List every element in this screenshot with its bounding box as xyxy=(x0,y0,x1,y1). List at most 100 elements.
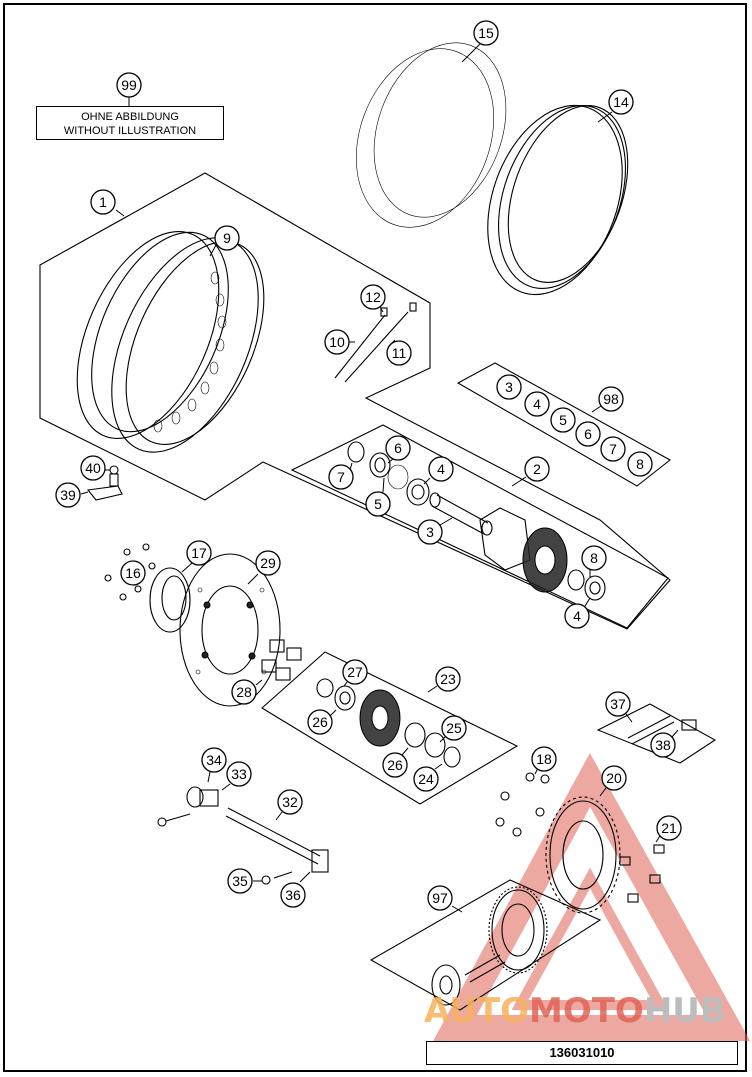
spokes xyxy=(334,302,417,383)
callout-leader-4 xyxy=(423,477,431,485)
rim-spoke-holes xyxy=(153,271,227,433)
callout-11: 11 xyxy=(386,340,412,366)
callout-number-7: 7 xyxy=(337,469,345,485)
rim-band xyxy=(355,42,507,228)
cush-dampers xyxy=(261,639,302,681)
callout-number-12: 12 xyxy=(365,289,381,305)
callout-leader-98 xyxy=(591,405,602,413)
disc-bolts xyxy=(104,543,156,601)
callout-number-28: 28 xyxy=(236,684,252,700)
callout-number-14: 14 xyxy=(613,94,629,110)
callout-number-26: 26 xyxy=(387,757,403,773)
damper-hub-outline xyxy=(261,651,519,805)
callout-12: 12 xyxy=(360,284,386,310)
callout-number-1: 1 xyxy=(99,194,107,210)
watermark-text: AUTOMOTOHUB xyxy=(424,994,744,1028)
callout-2: 2 xyxy=(524,456,550,482)
callout-number-4: 4 xyxy=(533,396,541,412)
bearing-kit-outline xyxy=(456,362,671,487)
note-line-2: WITHOUT ILLUSTRATION xyxy=(63,125,197,137)
callout-25: 25 xyxy=(441,715,467,741)
chain xyxy=(627,715,697,745)
callout-7: 7 xyxy=(328,464,354,490)
brake-disc xyxy=(179,553,281,707)
callout-leader-33 xyxy=(221,783,231,791)
callout-7: 7 xyxy=(600,436,626,462)
callout-number-5: 5 xyxy=(374,496,382,512)
callout-number-7: 7 xyxy=(609,441,617,457)
callout-leader-39 xyxy=(80,491,89,495)
callout-40: 40 xyxy=(80,455,106,481)
callout-5: 5 xyxy=(550,407,576,433)
wheel-group-outline xyxy=(39,172,671,630)
callout-37: 37 xyxy=(605,691,631,717)
callout-leader-25 xyxy=(439,735,447,743)
callout-number-17: 17 xyxy=(191,545,207,561)
callout-32: 32 xyxy=(277,789,303,815)
callout-number-98: 98 xyxy=(603,391,619,407)
callout-leader-1 xyxy=(115,209,125,217)
callout-39: 39 xyxy=(55,482,81,508)
callout-98: 98 xyxy=(598,386,624,412)
callout-35: 35 xyxy=(227,868,253,894)
callout-23: 23 xyxy=(435,666,461,692)
callout-number-25: 25 xyxy=(446,720,462,736)
callout-10: 10 xyxy=(324,329,350,355)
callout-leader-28 xyxy=(255,679,263,686)
callout-leader-3 xyxy=(439,517,453,526)
callout-number-97: 97 xyxy=(432,890,448,906)
callout-number-10: 10 xyxy=(329,334,345,350)
callout-99: 99 xyxy=(116,72,142,98)
callout-leader-27 xyxy=(343,681,348,687)
callout-number-21: 21 xyxy=(661,820,677,836)
callout-number-40: 40 xyxy=(85,460,101,476)
callout-leader-34 xyxy=(207,771,211,783)
callout-number-8: 8 xyxy=(590,550,598,566)
drive-kit-outline xyxy=(369,879,602,1011)
callout-leader-36 xyxy=(299,871,311,883)
callout-16: 16 xyxy=(120,560,146,586)
note-line-1: OHNE ABBILDUNG xyxy=(81,111,179,123)
watermark-word-3: HUB xyxy=(643,991,726,1031)
callout-3: 3 xyxy=(496,374,522,400)
callout-number-29: 29 xyxy=(260,555,276,571)
callout-9: 9 xyxy=(214,225,240,251)
callout-leader-26 xyxy=(329,709,337,717)
callout-18: 18 xyxy=(531,746,557,772)
callout-leader-5 xyxy=(382,477,385,493)
callout-number-18: 18 xyxy=(536,751,552,767)
watermark-word-1: AUTO xyxy=(424,991,529,1031)
callout-number-23: 23 xyxy=(440,671,456,687)
callout-number-26: 26 xyxy=(312,714,328,730)
watermark-word-2: MOTO xyxy=(528,991,644,1031)
callout-8: 8 xyxy=(581,545,607,571)
callout-number-11: 11 xyxy=(392,345,407,361)
callout-number-35: 35 xyxy=(232,873,248,889)
hub-group-outline xyxy=(290,424,669,629)
callout-leader-12 xyxy=(379,306,384,313)
callout-33: 33 xyxy=(226,761,252,787)
callout-leader-9 xyxy=(209,244,217,257)
callout-number-34: 34 xyxy=(206,752,222,768)
callout-leader-29 xyxy=(247,573,259,585)
callout-leader-24 xyxy=(434,763,443,770)
note-box: OHNE ABBILDUNG WITHOUT ILLUSTRATION xyxy=(36,106,224,140)
callout-number-9: 9 xyxy=(223,230,231,246)
callout-leader-20 xyxy=(599,787,607,797)
callout-26: 26 xyxy=(382,752,408,778)
callout-leader-15 xyxy=(461,43,481,63)
callout-97: 97 xyxy=(427,885,453,911)
callout-leader-14 xyxy=(597,111,613,123)
callout-number-6: 6 xyxy=(394,440,402,456)
callout-number-4: 4 xyxy=(573,608,581,624)
callout-number-3: 3 xyxy=(505,379,513,395)
callout-17: 17 xyxy=(186,540,212,566)
rim xyxy=(76,231,265,453)
callout-8: 8 xyxy=(627,451,653,477)
callout-number-4: 4 xyxy=(437,461,445,477)
callout-6: 6 xyxy=(575,421,601,447)
callout-number-39: 39 xyxy=(60,487,76,503)
callout-number-6: 6 xyxy=(584,426,592,442)
